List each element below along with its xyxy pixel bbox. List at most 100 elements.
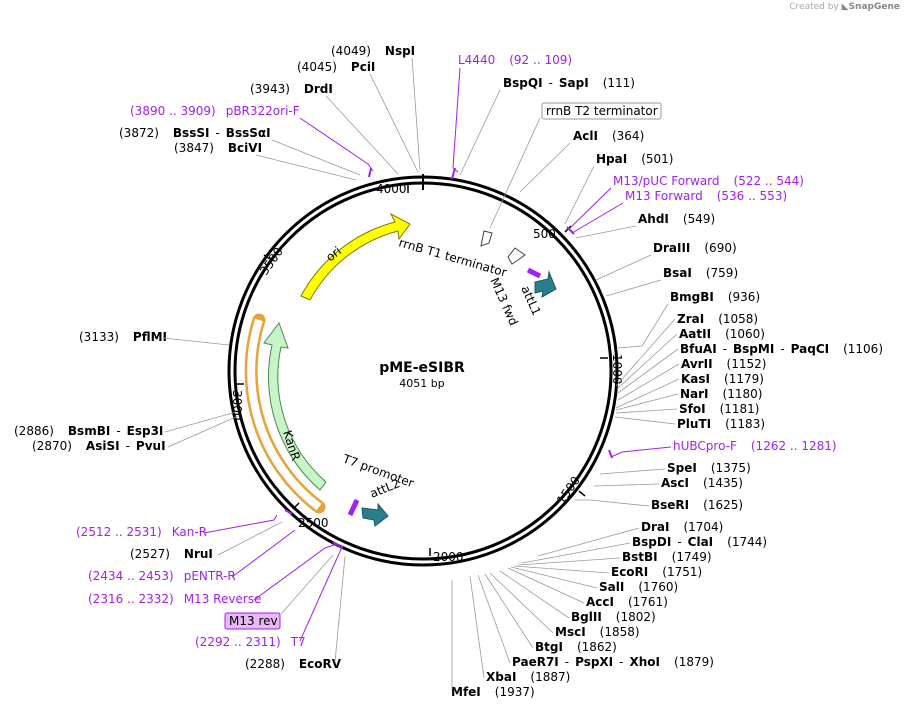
enzyme-acli: AclI(364) [573,129,644,143]
enzyme-sfoi: SfoI(1181) [679,402,759,416]
enzyme-bmgbi: BmgBI(936) [670,290,760,304]
enzyme-xbai: XbaI(1887) [486,670,570,684]
enzyme-ecorv: (2288)EcoRV [245,657,342,671]
rrnb-t2-label: rrnB T2 terminator [546,104,658,118]
enzyme-draiii: DraIII(690) [653,241,737,255]
enzyme-bsai: BsaI(759) [663,266,738,280]
tick-label-3000: 3000 [230,390,244,421]
snapgene-logo-icon: ◣ [841,2,849,12]
m13-rev-box [224,612,281,630]
enzyme-ecorv-lead [334,555,346,663]
enzyme-drai: DraI(1704) [641,520,723,534]
enzyme-ahdi: AhdI(549) [638,212,715,226]
primer-hubcpro-lead [610,446,672,458]
enzyme-nrui: (2527)NruI [130,547,213,561]
primer-pentr-r: (2434 .. 2453)pENTR-R [88,569,236,583]
rrnb-t1-icon [507,247,526,265]
enzyme-acci: AccI(1761) [586,595,668,609]
tick-label-1000: 1000 [610,354,624,385]
attl2-arrow [361,502,389,527]
primer-t7: (2292 .. 2311)T7 [195,635,306,649]
primer-m13-puc-forward: M13/pUC Forward(522 .. 544) [613,174,804,188]
enzyme-drdi: (3943)DrdI [250,82,333,96]
tick-label-2500: 2500 [298,516,329,530]
primer-pbr322ori-lead [299,117,374,172]
rrnb-t2-icon [480,230,493,247]
tick-2500 [292,502,300,510]
primer-m13-reverse-lead [253,543,338,601]
tick-label-4000: 4000 [376,182,407,196]
primer-l4440-lead [452,67,461,173]
enzyme-sapi: BspQI-SapI(111) [503,76,635,90]
enzyme-bsssi-lead [271,139,361,176]
m13-fwd-mark [526,267,542,279]
enzyme-bspdi: BspDI-ClaI(1744) [632,535,767,549]
t7-mark [347,498,360,517]
enzyme-bseri: BseRI(1625) [651,498,743,512]
primer-pbr322ori-f-text: (3890 .. 3909)pBR322ori-F [130,104,300,118]
tick-1500 [578,490,586,497]
enzyme-nari: NarI(1180) [680,387,762,401]
enzyme-kasi: KasI(1179) [681,372,764,386]
rrnb-t2-box [541,102,662,120]
enzyme-pluti: PluTI(1183) [677,417,765,431]
m13-rev-lead [280,554,334,615]
m13-rev-label: M13 rev [229,614,278,628]
enzyme-drdi-lead [325,95,399,175]
enzyme-asci: AscI(1435) [661,476,743,490]
primer-m13-fwd-lead [571,202,624,234]
enzyme-bglii: BglII(1802) [571,610,656,624]
enzyme-avrii: AvrII(1152) [681,357,766,371]
primer-kan-r-lead [203,514,278,534]
enzyme-cluster-1100-leads [614,318,680,425]
plasmid-size: 4051 bp [399,377,444,390]
enzyme-sali: SalI(1760) [599,580,678,594]
primer-hubcpro-f: hUBCpro-F(1262 .. 1281) [673,439,837,453]
watermark-prefix: Created by [789,2,839,12]
primer-l4440: L4440(92 .. 109) [458,53,572,67]
enzyme-hpai: HpaI(501) [596,152,673,166]
enzyme-asisi-lead [167,415,239,448]
enzyme-bsmbi: (2886)BsmBI-Esp3I [14,424,163,438]
enzyme-asci-lead [593,483,660,487]
tick-3500 [263,254,271,260]
rrnb-t1-label: rrnB T1 terminator [397,235,508,279]
kanr-highlight-inner [247,318,322,511]
primer-pentr-r-lead [231,529,296,578]
kanr-label: KanR [280,429,303,463]
snapgene-watermark: Created by ◣SnapGene [789,2,900,12]
enzyme-bseri-lead [575,499,650,507]
enzyme-ecori: EcoRI(1751) [611,565,702,579]
enzyme-pcii: (4045)PciI [297,60,375,74]
m13-fwd-label: M13 fwd [487,276,520,328]
enzyme-pflmi-lead [162,337,230,346]
enzyme-paer7i: PaeR7I-PspXI-XhoI(1879) [512,655,714,669]
rrnb-t2-lead [489,117,541,229]
primer-kan-r: (2512 .. 2531)Kan-R [76,525,207,539]
ori-arrow [300,212,411,301]
enzyme-pflmi: (3133)PflMI [79,330,167,344]
enzyme-bstbi: BstBI(1749) [622,550,712,564]
primer-t7-lead [299,546,343,642]
enzyme-pcii-lead [369,73,419,173]
tick-label-2000: 2000 [433,550,464,564]
enzyme-nspi: (4049)NspI [331,44,415,58]
enzyme-cluster-1750-leads [451,527,640,690]
enzyme-bmgbi-lead [617,303,669,349]
primer-m13-reverse: (2316 .. 2332)M13 Reverse [88,592,261,606]
enzyme-bfuai: BfuAI-BspMI-PaqCI(1106) [680,342,883,356]
primer-m13-puc-lead [568,187,612,230]
enzyme-nspi-lead [411,57,421,171]
enzyme-draiii-lead [595,254,652,281]
kanr-arrow [263,321,327,491]
tick-label-500: 500 [533,227,556,241]
enzyme-btgi: BtgI(1862) [535,640,617,654]
enzyme-aatii: AatII(1060) [679,327,765,341]
enzyme-acli-lead [519,142,571,193]
enzyme-bsssi: (3872)BssSI-BssSαI [119,126,271,140]
enzyme-bsai-lead [605,279,662,297]
enzyme-sapi-lead [459,89,501,176]
plasmid-name: pME-eSIBR [379,360,465,376]
enzyme-msci: MscI(1858) [555,625,640,639]
